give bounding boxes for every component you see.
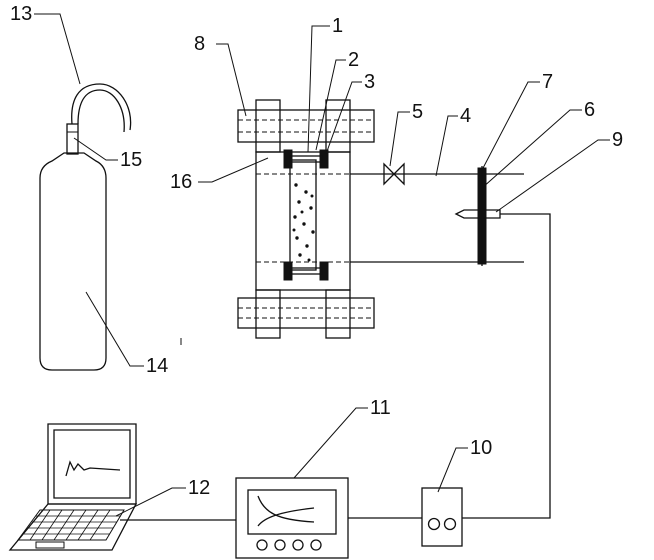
label-6: 6 [584,99,595,121]
label-3: 3 [364,71,375,93]
label-14: 14 [146,355,168,377]
label-4: 4 [460,105,471,127]
test-cell-body [238,100,374,338]
label-16: 16 [170,171,192,193]
signal-converter [422,488,462,546]
label-8: 8 [194,33,205,55]
label-1: 1 [332,15,343,37]
label-5: 5 [412,101,423,123]
gas-hose [72,84,131,132]
label-9: 9 [612,129,623,151]
label-12: 12 [188,477,210,499]
laptop-computer [10,424,136,550]
label-11: 11 [370,397,391,419]
sample-particles [293,184,314,261]
label-15: 15 [120,149,142,171]
cylinder-valve [67,124,78,154]
membrane-plate [478,166,486,266]
label-2: 2 [348,49,359,71]
label-7: 7 [542,71,553,93]
data-acquisition-unit [236,478,348,558]
gas-cylinder [40,153,106,370]
label-10: 10 [470,437,492,459]
label-13: 13 [10,3,32,25]
